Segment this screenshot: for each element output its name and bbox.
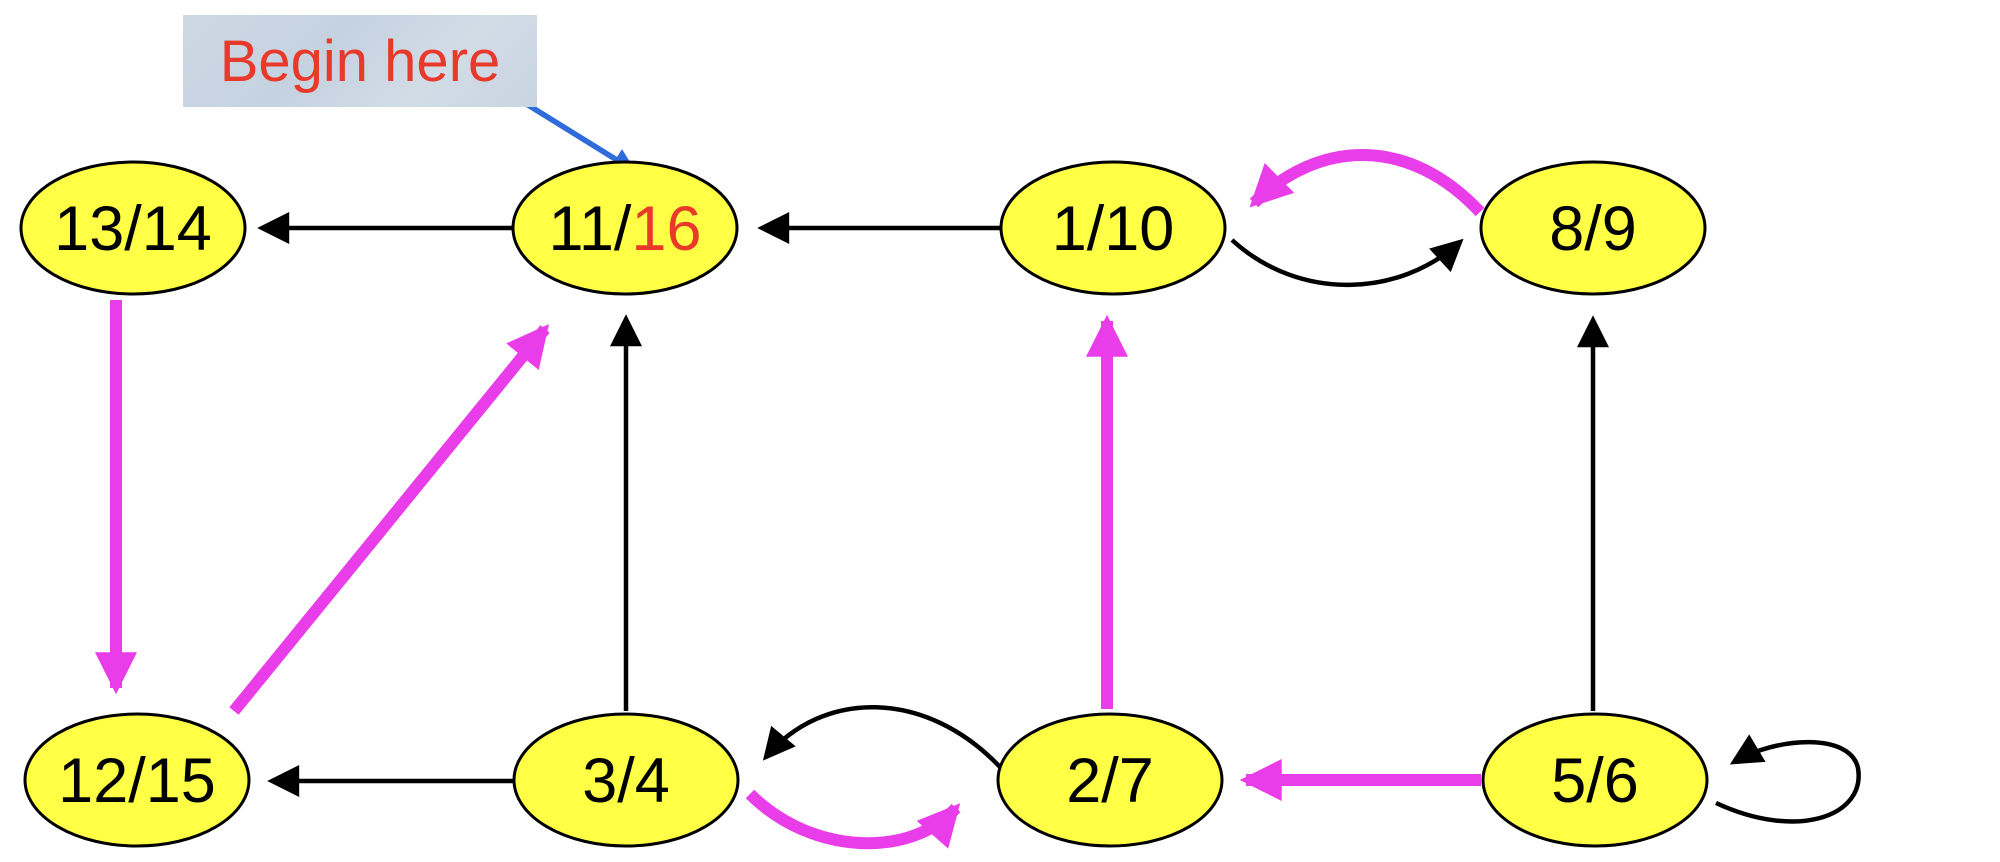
node-1-10: 1/10 bbox=[999, 160, 1227, 296]
node-3-4-label: 3/4 bbox=[582, 746, 670, 816]
node-5-6-shape bbox=[1481, 712, 1709, 848]
node-3-4: 3/4 bbox=[512, 712, 740, 848]
edges bbox=[95, 97, 1861, 850]
node-1-10-label: 1/10 bbox=[1052, 194, 1175, 264]
edge-1-10-to-8-9-curved bbox=[1230, 238, 1464, 288]
node-11-16: 11/16 bbox=[511, 160, 739, 296]
node-13-14-label: 13/14 bbox=[54, 194, 212, 264]
edge-12-15-to-11-16 bbox=[229, 324, 550, 715]
node-5-6-label: 5/6 bbox=[1551, 746, 1639, 816]
node-11-16-label: 11/16 bbox=[549, 194, 702, 264]
nodes: 13/14 11/16 1/10 8/9 12/15 3/4 bbox=[19, 160, 1709, 848]
node-11-16-discovery: 11/ bbox=[549, 194, 632, 264]
node-3-4-shape bbox=[512, 712, 740, 848]
node-12-15-shape bbox=[23, 712, 251, 848]
begin-here-text: Begin here bbox=[219, 28, 501, 94]
begin-here-callout: Begin here bbox=[183, 15, 537, 107]
node-13-14: 13/14 bbox=[19, 160, 247, 296]
node-8-9-label: 8/9 bbox=[1549, 194, 1637, 264]
node-12-15: 12/15 bbox=[23, 712, 251, 848]
edge-2-7-to-3-4-curved bbox=[762, 705, 1002, 769]
node-5-6: 5/6 bbox=[1481, 712, 1709, 848]
node-1-10-shape bbox=[999, 160, 1227, 296]
node-8-9: 8/9 bbox=[1479, 160, 1707, 296]
node-2-7-label: 2/7 bbox=[1066, 746, 1154, 816]
node-8-9-shape bbox=[1479, 160, 1707, 296]
edge-5-6-self-loop bbox=[1715, 734, 1861, 824]
node-13-14-shape bbox=[19, 160, 247, 296]
node-11-16-finish-red: 16 bbox=[631, 194, 701, 264]
node-11-16-shape bbox=[511, 160, 739, 296]
begin-here-pointer-arrow bbox=[518, 97, 637, 173]
node-12-15-label: 12/15 bbox=[58, 746, 216, 816]
node-2-7-shape bbox=[996, 712, 1224, 848]
node-2-7: 2/7 bbox=[996, 712, 1224, 848]
edge-3-4-to-2-7-curved bbox=[745, 789, 961, 850]
edge-8-9-to-1-10-curved bbox=[1249, 149, 1485, 217]
